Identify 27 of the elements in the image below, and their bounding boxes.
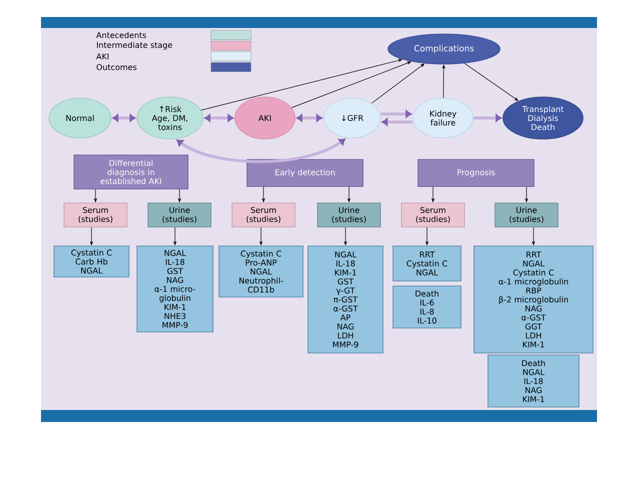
sample-box: Serum (studies) <box>64 202 128 228</box>
marker-box: Cystatin C Carb Hb NGAL <box>54 246 130 278</box>
arrow <box>112 114 136 122</box>
arrow <box>204 114 234 122</box>
marker-box: Death IL-6 IL-8 IL-10 <box>392 286 462 328</box>
marker-box: RRT Cystatin C NGAL <box>392 246 462 282</box>
sample-box: Urine (studies) <box>317 202 381 228</box>
marker-box: Cystatin C Pro-ANP NGAL Neutrophil-CD11b <box>218 246 304 298</box>
arrow <box>473 114 502 122</box>
arrow <box>382 118 413 126</box>
legend-label: Intermediate stage <box>97 42 172 50</box>
category-box: Early detection <box>246 159 364 187</box>
legend-label: AKI <box>96 53 108 60</box>
arrow <box>296 114 322 122</box>
marker-box: NGAL IL-18 GST NAG α-1 micro-globulin KIM-1 NHE3 MMP-9 <box>136 246 214 332</box>
category-box: Prognosis <box>418 159 534 187</box>
legend-label: Outcomes <box>96 64 136 70</box>
legend-label: Antecedents <box>96 32 146 38</box>
category-box: Differential diagnosis in established AKI <box>74 154 188 190</box>
marker-box: NGAL IL-18 KIM-1 GST γ-GT π-GST α-GST AP NAG LDH MMP-9 <box>308 246 384 354</box>
sample-box: Urine (studies) <box>148 202 212 228</box>
sample-box: Urine (studies) <box>494 202 558 228</box>
sample-box: Serum (studies) <box>401 202 465 228</box>
arrow <box>176 138 346 164</box>
marker-box: Death NGAL IL-18 NAG KIM-1 <box>488 354 580 408</box>
sample-box: Serum (studies) <box>232 202 296 228</box>
arrow <box>380 110 412 118</box>
